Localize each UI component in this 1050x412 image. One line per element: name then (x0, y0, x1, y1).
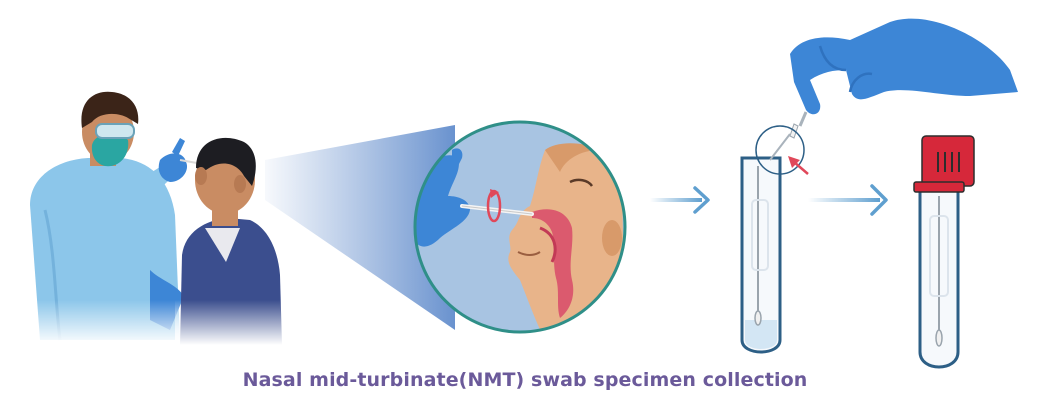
right-arrow-icon-2 (808, 184, 888, 216)
patient-figure (175, 137, 285, 345)
snap-detail-circle (755, 125, 805, 175)
zoom-detail-circle (413, 120, 627, 334)
specimen-tube-open (740, 156, 782, 354)
specimen-tube-capped (913, 135, 975, 369)
rotation-arrow-icon (486, 189, 502, 223)
zoom-beam (265, 125, 455, 330)
pointer-arrow-icon (788, 156, 809, 175)
gloved-hand (789, 18, 1018, 139)
nasal-passage (532, 209, 574, 318)
healthcare-worker-figure (20, 91, 209, 345)
diagram-caption: Nasal mid-turbinate(NMT) swab specimen c… (242, 369, 808, 391)
right-arrow-icon (650, 186, 710, 214)
